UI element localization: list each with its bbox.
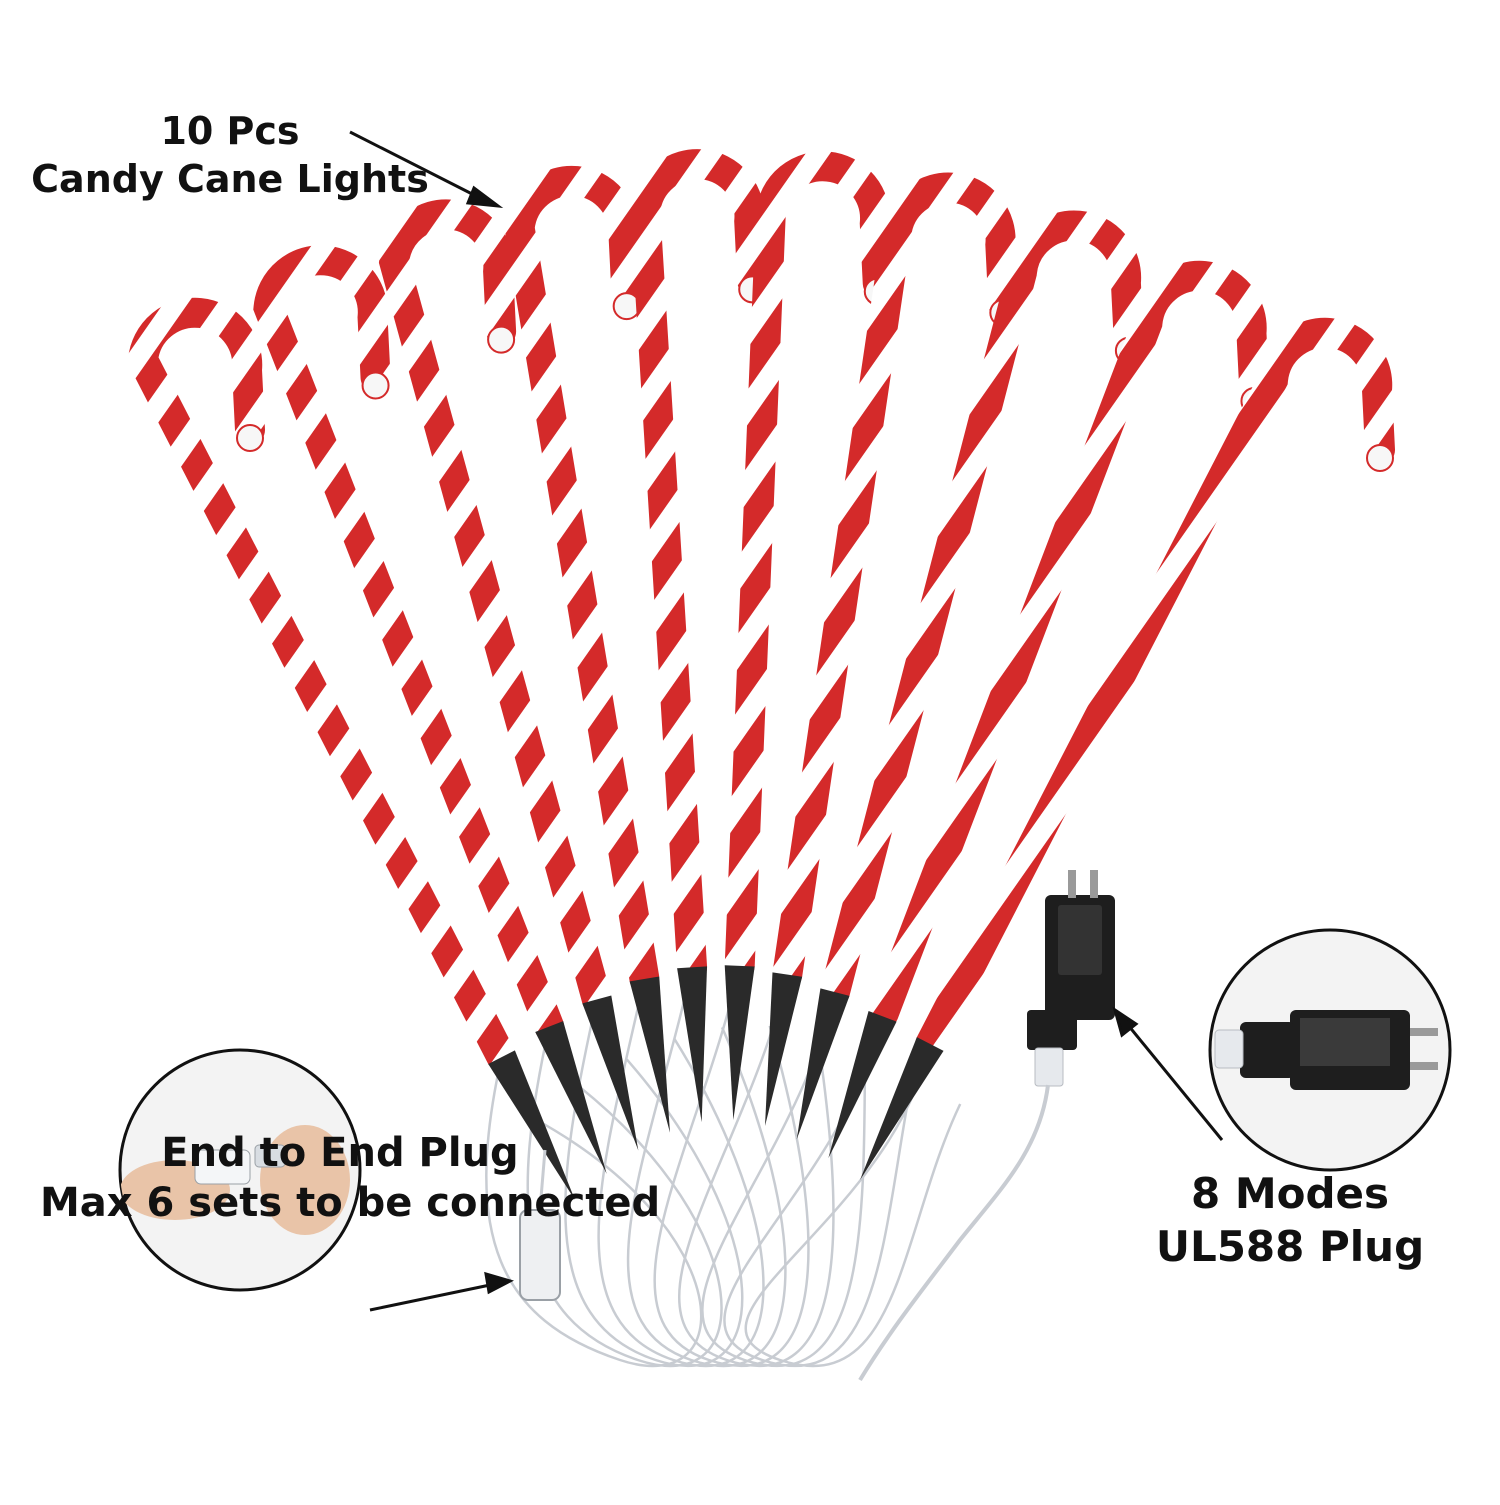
adapter-inset (1208, 928, 1452, 1172)
candy-cane (253, 245, 607, 1174)
power-adapter (858, 870, 1115, 1382)
candy-canes (127, 149, 1395, 1200)
caption-modes: 8 Modes (1190, 1169, 1390, 1218)
annotation-arrows (349, 130, 1224, 1312)
candy-cane-caption: 10 Pcs Candy Cane Lights (20, 108, 440, 203)
wire-bundle (485, 965, 962, 1368)
candy-cane (724, 151, 893, 1120)
caption-connector-title: End to End Plug (161, 1130, 519, 1176)
caption-product-name: Candy Cane Lights (31, 156, 429, 201)
caption-plug-type: UL588 Plug (1155, 1221, 1425, 1271)
adapter-caption: 8 Modes UL588 Plug (1150, 1168, 1430, 1273)
candy-cane (860, 317, 1395, 1180)
caption-count: 10 Pcs (160, 109, 300, 153)
candy-cane (127, 297, 575, 1200)
caption-connector-note: Max 6 sets to be connected (40, 1180, 661, 1226)
end-to-end-plug (519, 1149, 561, 1301)
connector-inset (118, 1048, 362, 1292)
candy-cane (504, 165, 670, 1133)
connector-caption: End to End Plug Max 6 sets to be connect… (40, 1128, 661, 1228)
candy-cane (378, 199, 639, 1151)
